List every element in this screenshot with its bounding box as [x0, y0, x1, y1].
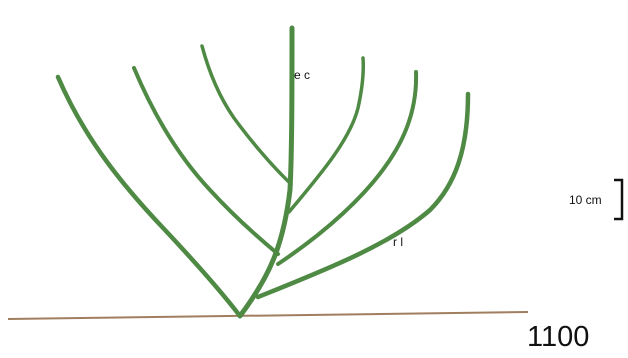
- apex-label: e c: [294, 68, 310, 82]
- lateral-branch-label: r l: [393, 235, 403, 249]
- plant-number-label: 1100: [527, 321, 589, 353]
- branch-far-left: [58, 77, 240, 316]
- main-axis: [240, 28, 292, 316]
- scale-label: 10 cm: [569, 193, 602, 207]
- branch-mid-left: [134, 68, 278, 254]
- scale-bar: [614, 180, 622, 219]
- ground-line: [8, 312, 528, 319]
- branch-inner-left: [202, 46, 291, 184]
